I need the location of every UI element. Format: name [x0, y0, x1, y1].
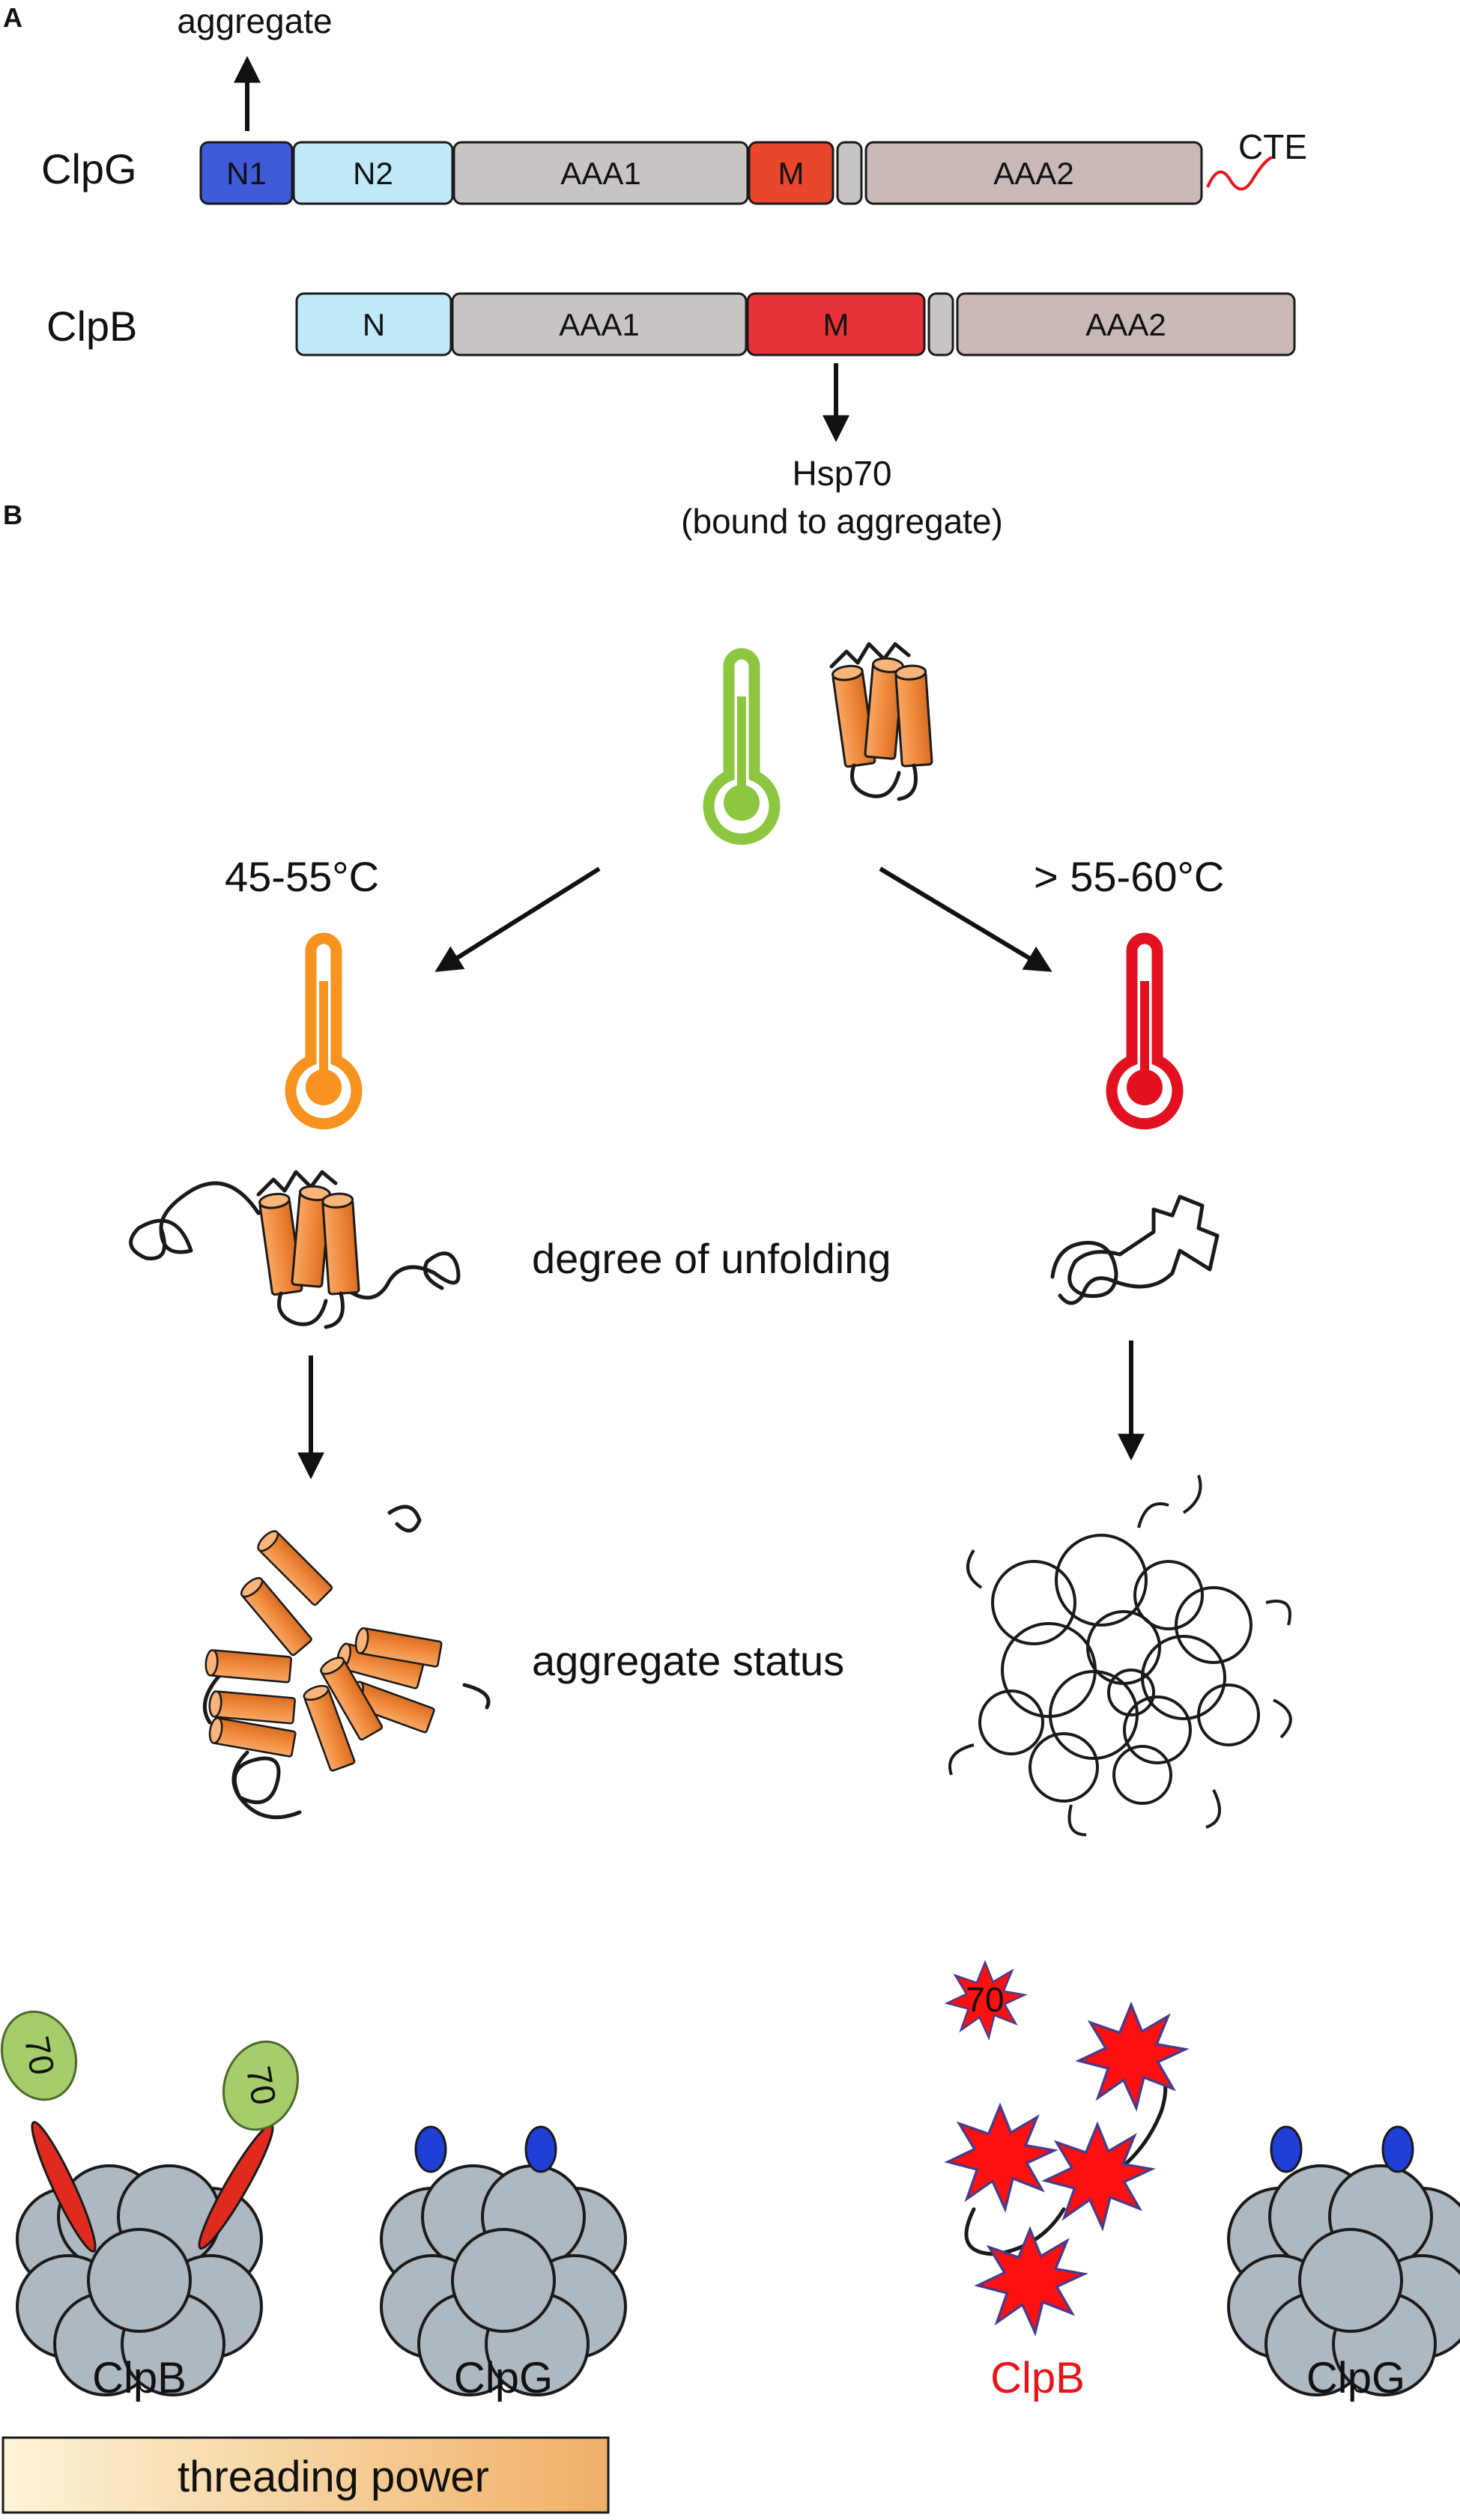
clpb-m-domain	[746, 292, 926, 356]
clpb-n-domain	[295, 292, 452, 356]
clpb-hsp70-complex: 70 70	[0, 2010, 300, 2396]
degree-of-unfolding-label: degree of unfolding	[532, 1235, 891, 1282]
threading-power-label: threading power	[178, 2453, 489, 2501]
bottom-clpb-left-label: ClpB	[92, 2354, 187, 2402]
clpg-cte-label: CTE	[1238, 127, 1307, 166]
panel-b-label: B	[3, 500, 22, 530]
partially-unfolded-protein	[129, 1172, 461, 1327]
clpg-n1-domain	[199, 141, 294, 205]
threading-power-bar	[1, 2436, 610, 2514]
hsp70-label: Hsp70	[793, 454, 892, 493]
clpb-aaa2-label: AAA2	[1085, 307, 1166, 342]
clpg-name: ClpG	[41, 145, 137, 192]
clpb-name: ClpB	[46, 303, 137, 350]
starburst-icon-2	[946, 2104, 1055, 2211]
clpg-aaa2-label: AAA2	[993, 156, 1073, 191]
clpb-n-label: N	[363, 307, 385, 342]
arrow-left-branch	[434, 866, 601, 972]
clpb-linker	[927, 292, 954, 356]
clpb-aaa1-label: AAA1	[559, 307, 639, 342]
thermometer-icon-orange	[291, 938, 357, 1124]
bottom-clpg-right-label: ClpG	[1306, 2354, 1405, 2402]
clpb-m-label: M	[823, 307, 849, 342]
native-protein-icon	[832, 644, 932, 799]
clpb-domain-bar: N AAA1 M AAA2	[295, 292, 1296, 356]
clpg-complex-left	[380, 2125, 627, 2396]
clpg-n2-domain	[292, 141, 454, 205]
clpg-m-domain	[748, 141, 834, 205]
thermometer-icon-green	[709, 654, 775, 840]
bottom-clpg-left-label: ClpG	[454, 2354, 553, 2402]
temp-left-label: 45-55°C	[225, 853, 379, 900]
clpb-disassembled: 70	[945, 1961, 1187, 2334]
temp-right-label: > 55-60°C	[1034, 853, 1224, 900]
clpg-n2-label: N2	[353, 156, 393, 191]
aggregate-status-label: aggregate status	[532, 1637, 844, 1684]
clpg-aaa1-domain	[452, 141, 749, 205]
bottom-clpb-right-label: ClpB	[990, 2354, 1085, 2402]
hsp70-badge-burst: 70	[966, 1980, 1004, 2019]
hsp70-icon-right	[222, 2040, 300, 2131]
clpg-cte-tail	[1206, 156, 1273, 191]
hsp70-sublabel: (bound to aggregate)	[681, 502, 1003, 541]
starburst-icon-4	[976, 2228, 1085, 2334]
unfolded-chain	[1050, 1194, 1220, 1305]
clpb-aaa1-domain	[451, 292, 748, 356]
hsp70-badge-left: 70	[17, 2033, 62, 2077]
hsp70-icon-left	[0, 2010, 78, 2101]
helical-aggregate	[202, 1505, 491, 1820]
panel-a-label: A	[3, 2, 22, 33]
clpg-complex-right	[1227, 2125, 1460, 2396]
clpg-aaa1-label: AAA1	[560, 156, 640, 191]
clpg-n1-label: N1	[226, 156, 267, 191]
arrow-right-branch	[879, 866, 1052, 972]
aggregate-label: aggregate	[177, 1, 332, 40]
starburst-icon-1	[1077, 2003, 1187, 2110]
clpb-aaa2-domain	[956, 292, 1296, 356]
clpg-linker	[836, 141, 863, 205]
clpg-aaa2-domain	[864, 141, 1203, 205]
amorphous-aggregate	[948, 1475, 1292, 1836]
clpg-domain-bar: N1 N2 AAA1 M AAA2	[199, 141, 1203, 205]
clpg-m-label: M	[778, 156, 805, 191]
hsp70-badge-right: 70	[239, 2063, 284, 2107]
thermometer-icon-red	[1112, 938, 1178, 1124]
